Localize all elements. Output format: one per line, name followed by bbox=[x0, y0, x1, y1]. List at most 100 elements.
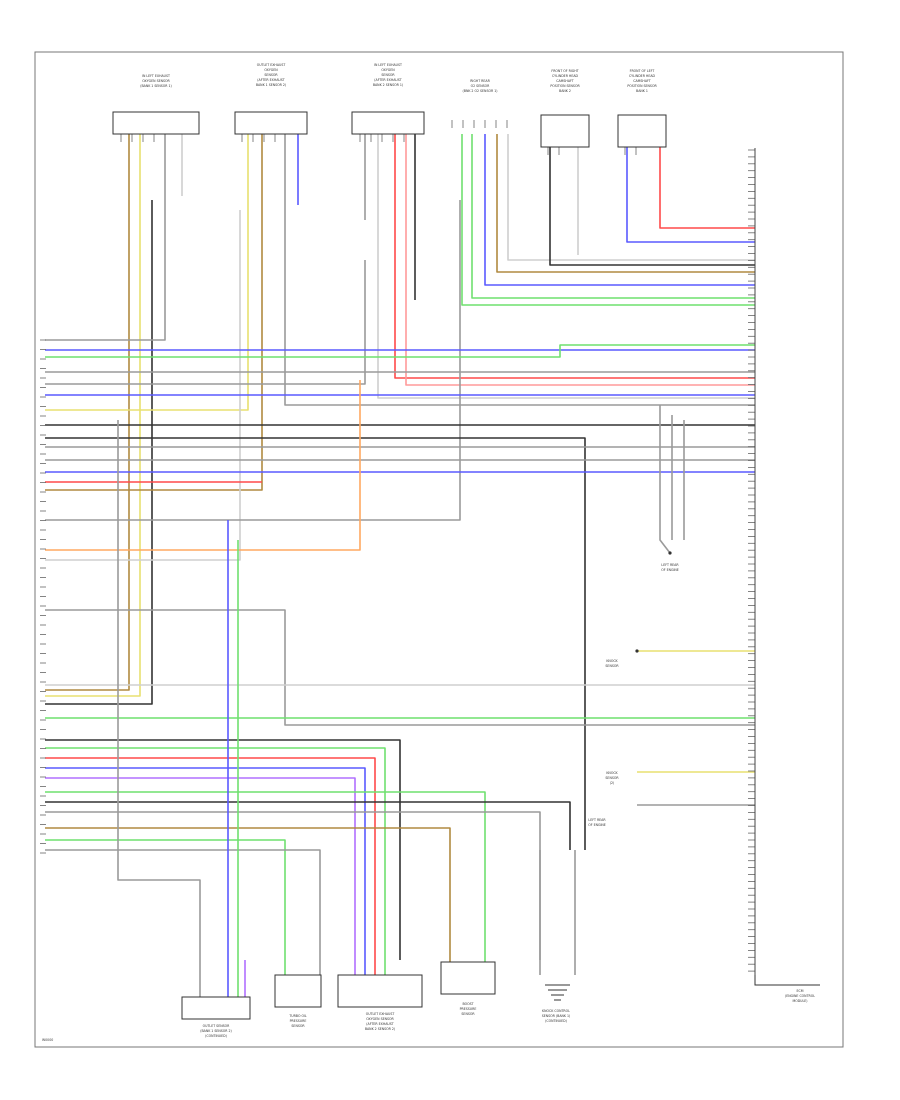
top-component-2: OUTLET EXHAUST OXYGEN SENSOR (AFTER EXHA… bbox=[234, 63, 308, 135]
side-3-line-1: KNOCK bbox=[606, 771, 618, 775]
bottom-1-line-1: OUTLET SENSOR bbox=[203, 1024, 230, 1028]
top-2-label-5: BANK 1 SENSOR 2) bbox=[256, 83, 286, 87]
side-1-line-2: OF ENGINE bbox=[661, 568, 679, 572]
footer-code: W0000 bbox=[42, 1038, 53, 1042]
wire-s2-gray bbox=[284, 134, 755, 406]
wire-s1-black bbox=[45, 200, 153, 705]
top-component-3: IN LEFT EXHAUST OXYGEN SENSOR (AFTER EXH… bbox=[351, 63, 425, 135]
oxygen-sensor-b2s2 bbox=[337, 974, 423, 1008]
top-5-label-2: CYLINDER HEAD bbox=[552, 74, 579, 78]
side-1-line-1: LEFT REAR bbox=[661, 563, 679, 567]
bottom-1-line-3: (CONTINUED) bbox=[205, 1034, 227, 1038]
top-component-4: RIGHT REAR O2 SENSOR (BNK 2 O2 SENSOR 1) bbox=[463, 79, 498, 93]
wire-low-brown bbox=[45, 827, 451, 962]
top-6-label-4: POSITION SENSOR bbox=[627, 84, 657, 88]
bottom-4-line-2: PRESSURE bbox=[460, 1007, 477, 1011]
top-2-label-1: OUTLET EXHAUST bbox=[257, 63, 286, 67]
side-2-line-2: SENSOR bbox=[605, 664, 619, 668]
ecm-label-3: MODULE) bbox=[792, 999, 807, 1003]
top-6-label-2: CYLINDER HEAD bbox=[629, 74, 656, 78]
wire-cam1-black bbox=[549, 147, 755, 266]
top-1-label-3: (BANK 1 SENSOR 1) bbox=[140, 84, 172, 88]
pin-ticks bbox=[40, 120, 755, 972]
wire-out-gray bbox=[117, 420, 201, 997]
top-2-label-3: SENSOR bbox=[264, 73, 278, 77]
wire-s4-blue bbox=[484, 134, 755, 286]
bottom-3-line-2: OXYGEN SENSOR bbox=[366, 1017, 394, 1021]
wire-low-blue bbox=[45, 767, 366, 975]
bottom-1-line-2: (BANK 1 SENSOR 2) bbox=[200, 1029, 232, 1033]
bottom-4-line-3: SENSOR bbox=[461, 1012, 475, 1016]
bottom-4-line-1: BOOST bbox=[462, 1002, 473, 1006]
side-4-line-1: LEFT REAR bbox=[588, 818, 606, 822]
side-4-line-2: OF ENGINE bbox=[588, 823, 606, 827]
wire-low-red bbox=[45, 757, 376, 975]
wire-bus-orange bbox=[45, 380, 361, 551]
oxygen-sensor-b2s1 bbox=[351, 111, 425, 135]
wire-s4-green bbox=[461, 134, 755, 306]
bottom-component-3: OUTLET EXHAUST OXYGEN SENSOR (AFTER EXHA… bbox=[337, 974, 423, 1031]
knock-sensor-symbol bbox=[545, 984, 570, 1001]
top-component-5: FRONT OF RIGHT CYLINDER HEAD CAMSHAFT PO… bbox=[540, 69, 590, 148]
wire-s4-brown bbox=[496, 134, 755, 273]
top-component-1: IN LEFT EXHAUST OXYGEN SENSOR (BANK 1 SE… bbox=[112, 74, 200, 135]
bottom-5-line-3: (CONTINUED) bbox=[545, 1019, 567, 1023]
bottom-component-1: OUTLET SENSOR (BANK 1 SENSOR 2) (CONTINU… bbox=[181, 996, 251, 1038]
bottom-component-4: BOOST PRESSURE SENSOR bbox=[440, 961, 496, 1016]
wire-mid-gray bbox=[45, 609, 755, 726]
top-5-label-1: FRONT OF RIGHT bbox=[551, 69, 578, 73]
side-label-1: LEFT REAR OF ENGINE bbox=[661, 551, 679, 572]
side-3-line-3: (2) bbox=[610, 781, 615, 785]
wire-s2-white bbox=[45, 210, 241, 561]
top-6-label-5: BANK 1 bbox=[636, 89, 648, 93]
side-label-3: KNOCK SENSOR (2) bbox=[605, 771, 619, 785]
wire-s1-gray bbox=[45, 134, 166, 341]
top-4-label-1: RIGHT REAR bbox=[470, 79, 490, 83]
left-camshaft-sensor bbox=[617, 114, 667, 148]
side-label-2: KNOCK SENSOR bbox=[605, 649, 639, 668]
wire-s3-pink bbox=[405, 134, 755, 386]
wire-bus-green bbox=[45, 344, 755, 358]
wire-s3-white bbox=[377, 134, 755, 399]
wire-low-green bbox=[45, 747, 386, 975]
bottom-2-line-2: PRESSURE bbox=[290, 1019, 307, 1023]
top-6-label-1: FRONT OF LEFT bbox=[630, 69, 655, 73]
top-5-label-4: POSITION SENSOR bbox=[550, 84, 580, 88]
ecm-strip-end bbox=[754, 975, 820, 986]
wire-ground-1 bbox=[659, 405, 671, 554]
side-3-line-2: SENSOR bbox=[605, 776, 619, 780]
top-5-label-3: CAMSHAFT bbox=[556, 79, 574, 83]
wire-s3-gray bbox=[45, 134, 366, 385]
wire-s4-white bbox=[507, 134, 755, 261]
top-3-label-4: (AFTER EXHAUST bbox=[374, 78, 402, 82]
wire-bus-black-2 bbox=[45, 437, 586, 850]
top-3-label-5: BANK 2 SENSOR 1) bbox=[373, 83, 403, 87]
wire-low-violet bbox=[45, 777, 356, 975]
top-4-label-3: (BNK 2 O2 SENSOR 1) bbox=[463, 89, 498, 93]
top-3-label-3: SENSOR bbox=[381, 73, 395, 77]
bottom-5-line-2: SENSOR (BANK 1) bbox=[542, 1014, 571, 1018]
wire-s4-gray bbox=[45, 200, 461, 521]
boost-pressure-sensor bbox=[440, 961, 496, 995]
diagram-frame bbox=[34, 51, 844, 1048]
bottom-5-line-1: KNOCK CONTROL bbox=[542, 1009, 570, 1013]
top-1-label-1: IN LEFT EXHAUST bbox=[142, 74, 170, 78]
top-6-label-3: CAMSHAFT bbox=[633, 79, 651, 83]
wire-cam2-red bbox=[659, 147, 755, 229]
wire-low-green2 bbox=[45, 791, 486, 962]
bottom-2-line-3: SENSOR bbox=[291, 1024, 305, 1028]
wire-low-gray bbox=[45, 811, 541, 960]
wire-low-black bbox=[45, 739, 401, 960]
bottom-component-5: KNOCK CONTROL SENSOR (BANK 1) (CONTINUED… bbox=[542, 984, 571, 1023]
wire-cam2-blue bbox=[626, 147, 755, 243]
wire-low-green3 bbox=[45, 839, 286, 975]
wire-low-black2 bbox=[45, 801, 571, 850]
wire-layer bbox=[45, 134, 755, 997]
side-label-4: LEFT REAR OF ENGINE bbox=[588, 818, 606, 827]
right-camshaft-sensor bbox=[540, 114, 590, 148]
top-2-label-4: (AFTER EXHAUST bbox=[257, 78, 285, 82]
wire-s2-brown bbox=[45, 134, 263, 491]
top-1-label-2: OXYGEN SENSOR bbox=[142, 79, 170, 83]
ground-point-1 bbox=[668, 551, 672, 555]
top-2-label-2: OXYGEN bbox=[264, 68, 278, 72]
